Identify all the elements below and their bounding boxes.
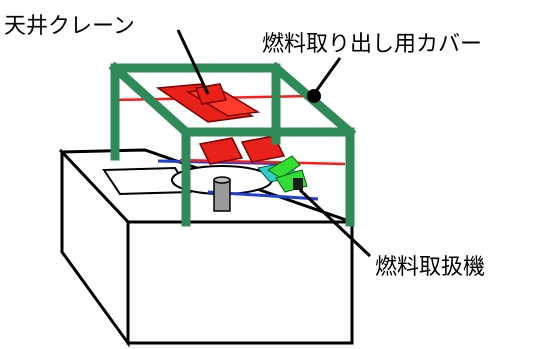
fuel-cask-cylinder-icon [213, 176, 231, 212]
overhead-crane-icon [155, 83, 261, 123]
label-overhead-crane: 天井クレーン [4, 14, 135, 39]
fuel-handling-machine-icon [257, 155, 308, 193]
crane-lower-blocks [198, 135, 286, 165]
fuel-removal-cover-frame [108, 61, 357, 227]
leader-line-crane [176, 29, 210, 95]
leader-line-machine [298, 188, 372, 258]
building-front-face [126, 220, 354, 345]
label-fuel-removal-cover: 燃料取り出し用カバー [262, 32, 482, 57]
leader-dot-cover [307, 89, 321, 103]
label-fuel-handling-machine: 燃料取扱機 [375, 255, 485, 280]
reactor-building [58, 148, 354, 348]
leader-line-cover [312, 57, 342, 95]
